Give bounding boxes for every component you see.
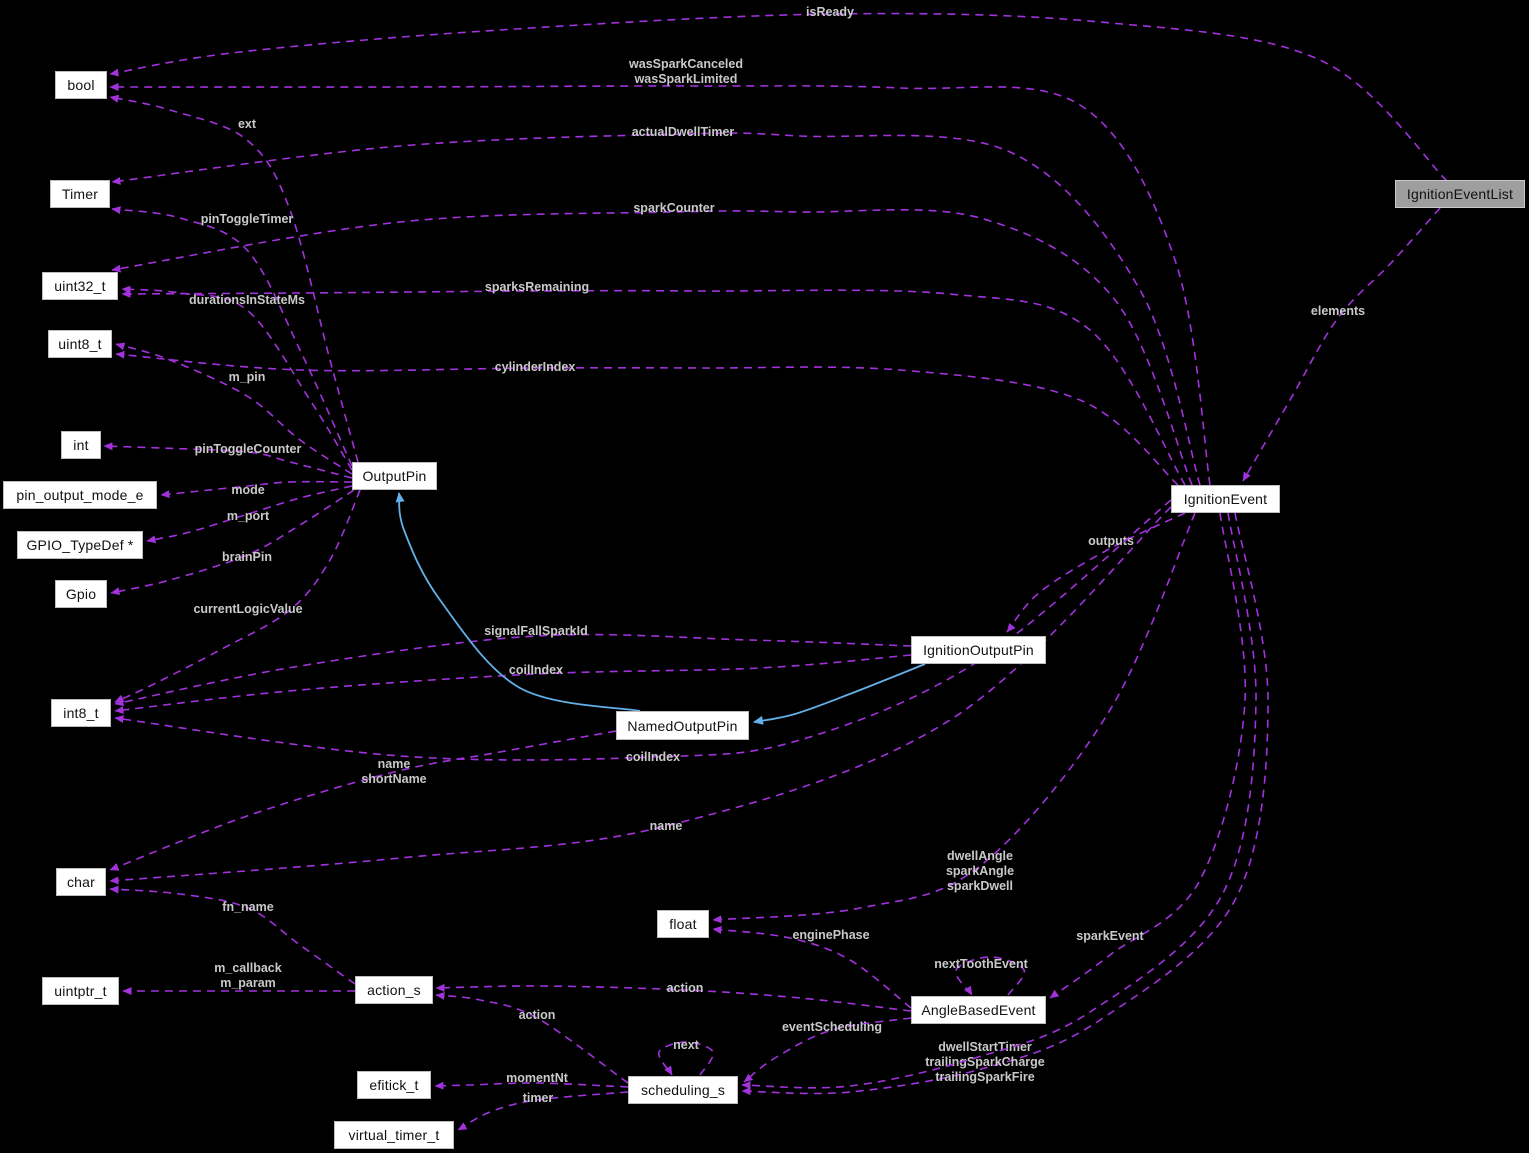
edge-currentLogicValue: [114, 489, 361, 703]
edge-label-m_pin: m_pin: [229, 370, 266, 384]
edge-scheduling-bundle-2: [741, 512, 1257, 1090]
edge-next: [658, 1041, 714, 1076]
edge-coilIndex-ignitionOutputPin: [114, 654, 912, 715]
edge-label-pinToggleCounter: pinToggleCounter: [195, 442, 302, 456]
node-uintptr_t[interactable]: uintptr_t: [42, 977, 119, 1005]
edge-mode: [160, 480, 353, 499]
edge-wasSparkCanceled: [109, 83, 1211, 486]
node-GPIO_TypeDef[interactable]: GPIO_TypeDef *: [17, 531, 143, 559]
edge-dwellAngle-sparkAngle-sparkDwell: [712, 512, 1196, 924]
edge-signalFallSparkId: [114, 633, 912, 707]
node-uint32_t[interactable]: uint32_t: [42, 272, 118, 300]
edge-label-m_port: m_port: [227, 509, 270, 523]
edge-label-sparkCounter: sparkCounter: [633, 201, 714, 215]
edge-dwellStartTimer-trailingSparkCharge-trailingSparkFire: [741, 512, 1269, 1096]
edge-label-outputs: outputs: [1088, 534, 1134, 548]
edge-label-pinToggleTimer: pinToggleTimer: [201, 212, 294, 226]
edge-sparkCounter: [111, 208, 1193, 486]
edge-label-timer: timer: [523, 1091, 554, 1105]
edge-label-next: next: [673, 1038, 700, 1052]
edge-durationsInStateMs: [121, 285, 353, 471]
edge-label-enginePhase: enginePhase: [792, 928, 869, 942]
edge-label-sparkEvent: sparkEvent: [1076, 929, 1144, 943]
edge-label-signalFallSparkId: signalFallSparkId: [484, 624, 588, 638]
edge-eventScheduling: [743, 1017, 912, 1083]
edge-name-shortName: [109, 730, 617, 871]
edge-inherit-NamedOutputPin-OutputPin: [395, 492, 641, 712]
node-float[interactable]: float: [657, 910, 709, 938]
edge-timer: [457, 1091, 629, 1131]
edge-label-coilIndex-ignitionOutputPin: coilIndex: [509, 663, 563, 677]
edge-m_port: [146, 485, 353, 544]
edge-label-durationsInStateMs: durationsInStateMs: [189, 293, 305, 307]
edge-isReady: [109, 12, 1448, 182]
node-scheduling_s[interactable]: scheduling_s: [628, 1076, 738, 1104]
node-pin_output_mode_e[interactable]: pin_output_mode_e: [3, 481, 157, 509]
node-virtual_timer_t[interactable]: virtual_timer_t: [334, 1121, 454, 1149]
edge-cylinderIndex: [115, 350, 1179, 486]
edge-brainPin: [110, 489, 355, 596]
edge-action-angleBasedEvent: [435, 983, 912, 1012]
edge-sparksRemaining: [121, 289, 1186, 486]
node-IgnitionEvent[interactable]: IgnitionEvent: [1171, 485, 1280, 513]
edge-inherit-IgnitionOutputPin-NamedOutputPin: [753, 663, 926, 725]
edge-pinToggleTimer: [111, 206, 353, 467]
edge-enginePhase: [712, 926, 912, 1009]
node-uint8_t[interactable]: uint8_t: [48, 330, 112, 358]
node-OutputPin[interactable]: OutputPin: [352, 462, 437, 490]
node-int8_t[interactable]: int8_t: [51, 699, 111, 727]
edge-label-brainPin: brainPin: [222, 550, 272, 564]
edge-label-name: name: [650, 819, 683, 833]
node-bool[interactable]: bool: [55, 71, 107, 99]
edge-label-cylinderIndex: cylinderIndex: [495, 360, 576, 374]
node-IgnitionOutputPin[interactable]: IgnitionOutputPin: [911, 636, 1046, 664]
node-Gpio[interactable]: Gpio: [55, 580, 107, 608]
edge-elements: [1242, 207, 1441, 482]
edge-actualDwellTimer: [111, 132, 1201, 486]
edge-outputs: [1006, 512, 1186, 633]
node-NamedOutputPin[interactable]: NamedOutputPin: [616, 711, 749, 740]
edge-label-nextToothEvent: nextToothEvent: [934, 957, 1028, 971]
edge-label-eventScheduling: eventScheduling: [782, 1020, 882, 1034]
edge-label-ext: ext: [238, 117, 257, 131]
node-action_s[interactable]: action_s: [355, 976, 433, 1004]
edge-label-currentLogicValue: currentLogicValue: [193, 602, 302, 616]
edge-label-mode: mode: [231, 483, 264, 497]
edge-ext: [109, 94, 359, 463]
edge-label-action-scheduling: action: [519, 1008, 556, 1022]
edge-pinToggleCounter: [103, 442, 353, 479]
edge-label-fn_name: fn_name: [222, 900, 273, 914]
edge-label-sparksRemaining: sparksRemaining: [485, 280, 589, 294]
node-AngleBasedEvent[interactable]: AngleBasedEvent: [911, 996, 1046, 1024]
node-Timer[interactable]: Timer: [50, 180, 110, 208]
edge-label-action-angleBasedEvent: action: [667, 981, 704, 995]
node-char[interactable]: char: [56, 868, 106, 896]
node-efitick_t[interactable]: efitick_t: [357, 1071, 431, 1099]
edge-nextToothEvent: [954, 956, 1026, 996]
node-IgnitionEventList[interactable]: IgnitionEventList: [1395, 180, 1525, 208]
edge-label-momentNt: momentNt: [506, 1071, 569, 1085]
edge-label-coilIndex-ignitionEvent: coilIndex: [626, 750, 680, 764]
edge-m_pin: [115, 342, 353, 475]
edge-fn_name: [109, 885, 356, 985]
edge-label-isReady: isReady: [806, 5, 854, 19]
edge-label-elements: elements: [1311, 304, 1365, 318]
node-int[interactable]: int: [61, 431, 101, 459]
edge-label-actualDwellTimer: actualDwellTimer: [632, 125, 735, 139]
